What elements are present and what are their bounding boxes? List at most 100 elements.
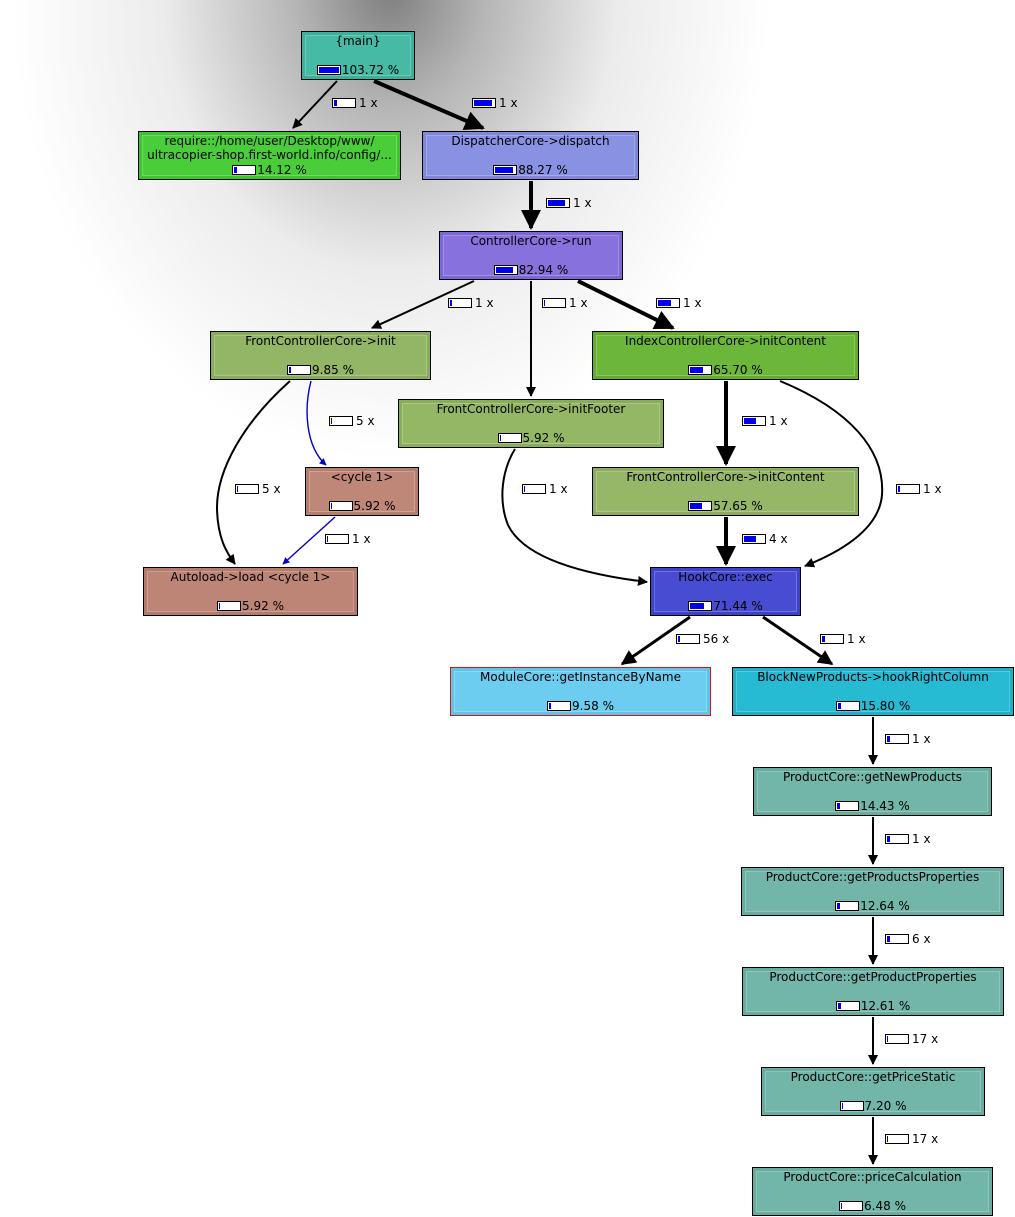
- node-label: DispatcherCore->dispatch: [451, 134, 610, 148]
- percent-bar-fill: [549, 703, 552, 709]
- percent-bar: [497, 433, 522, 443]
- percent-bar-fill: [495, 267, 513, 273]
- node-percent-row: 14.12 %: [139, 163, 400, 177]
- node-label: require::/home/user/Desktop/www/ ultraco…: [147, 134, 392, 162]
- node-autoload[interactable]: Autoload->load <cycle 1> 5.92 %: [143, 567, 358, 616]
- edge-hook-to-module: [620, 615, 691, 666]
- call-bar-fill: [658, 300, 671, 306]
- call-bar-fill: [474, 100, 492, 106]
- node-percent: 65.70 %: [713, 363, 763, 377]
- node-require[interactable]: require::/home/user/Desktop/www/ ultraco…: [138, 131, 401, 180]
- call-count: 1 x: [912, 832, 931, 846]
- call-count: 1 x: [569, 296, 588, 310]
- call-count: 1 x: [573, 196, 592, 210]
- percent-bar-fill: [837, 1003, 841, 1009]
- edge-label-prodsprops-to-prodprops: 6 x: [885, 933, 931, 945]
- edge-hook-to-block: [762, 615, 834, 666]
- percent-bar-fill: [289, 367, 292, 373]
- node-percent-row: 9.85 %: [211, 363, 430, 377]
- percent-bar-fill: [234, 167, 238, 173]
- percent-bar: [328, 501, 353, 511]
- edge-fcinit-to-autoload: [215, 380, 291, 565]
- call-bar-fill: [334, 100, 337, 106]
- call-bar: [885, 1134, 909, 1144]
- node-percent-row: 71.44 %: [651, 599, 800, 613]
- node-percent: 12.61 %: [860, 999, 911, 1013]
- node-percent-row: 5.92 %: [306, 499, 418, 513]
- node-cycle[interactable]: <cycle 1> 5.92 %: [305, 467, 419, 516]
- node-percent: 9.58 %: [572, 699, 614, 713]
- call-count: 5 x: [262, 482, 281, 496]
- node-main[interactable]: {main}103.72 %: [301, 31, 415, 80]
- node-percent: 7.20 %: [864, 1099, 907, 1113]
- node-percent: 5.92 %: [353, 499, 396, 513]
- call-count: 1 x: [923, 482, 942, 496]
- edge-label-newprod-to-prodsprops: 1 x: [885, 833, 931, 845]
- call-bar-fill: [744, 536, 756, 542]
- percent-bar-fill: [837, 903, 841, 909]
- node-label: Autoload->load <cycle 1>: [170, 570, 331, 584]
- call-count: 5 x: [356, 414, 375, 428]
- node-percent-row: 57.65 %: [593, 499, 858, 513]
- call-count: 6 x: [912, 932, 931, 946]
- call-bar-fill: [450, 300, 452, 306]
- call-bar: [885, 734, 909, 744]
- call-bar-fill: [898, 486, 900, 492]
- percent-bar: [835, 801, 860, 811]
- call-bar: [332, 98, 356, 108]
- call-bar: [235, 484, 259, 494]
- percent-bar-fill: [690, 603, 705, 609]
- node-percent: 71.44 %: [713, 599, 763, 613]
- percent-bar: [688, 501, 713, 511]
- node-label: FrontControllerCore->init: [245, 334, 396, 348]
- call-count: 56 x: [703, 632, 730, 646]
- node-label: HookCore::exec: [678, 570, 773, 584]
- call-count: 1 x: [359, 96, 378, 110]
- edge-main-to-require: [292, 80, 338, 129]
- node-percent: 12.64 %: [860, 899, 910, 913]
- edge-run-to-icinit: [577, 279, 675, 330]
- call-count: 1 x: [683, 296, 702, 310]
- percent-bar-fill: [841, 1103, 843, 1109]
- node-label: ControllerCore->run: [470, 234, 592, 248]
- call-bar-fill: [327, 536, 328, 542]
- node-fcinit[interactable]: FrontControllerCore->init 9.85 %: [210, 331, 431, 380]
- call-bar: [742, 534, 766, 544]
- call-bar: [885, 934, 909, 944]
- percent-bar-fill: [330, 503, 332, 509]
- node-label: <cycle 1>: [330, 470, 394, 484]
- edge-label-prodprops-to-pricestatic: 17 x: [885, 1033, 938, 1045]
- edge-label-run-to-fcinit: 1 x: [448, 297, 494, 309]
- percent-bar-fill: [219, 603, 221, 609]
- node-label: ProductCore::getProductProperties: [769, 970, 977, 984]
- percent-bar: [547, 701, 572, 711]
- call-bar: [820, 634, 844, 644]
- call-bar-fill: [822, 636, 825, 642]
- edge-label-cycle-to-autoload: 1 x: [325, 533, 371, 545]
- call-bar: [325, 534, 349, 544]
- node-label: ProductCore::getNewProducts: [782, 770, 963, 784]
- percent-bar: [217, 601, 242, 611]
- call-bar: [542, 298, 566, 308]
- percent-bar-fill: [690, 367, 704, 373]
- node-label: ModuleCore::getInstanceByName: [480, 670, 681, 684]
- node-percent-row: 12.61 %: [743, 999, 1003, 1013]
- edge-label-block-to-newprod: 1 x: [885, 733, 931, 745]
- edge-label-dispatch-to-run: 1 x: [546, 197, 592, 209]
- node-percent: 5.92 %: [242, 599, 284, 613]
- edge-label-icinit-to-hook: 1 x: [896, 483, 942, 495]
- percent-bar-fill: [690, 503, 703, 509]
